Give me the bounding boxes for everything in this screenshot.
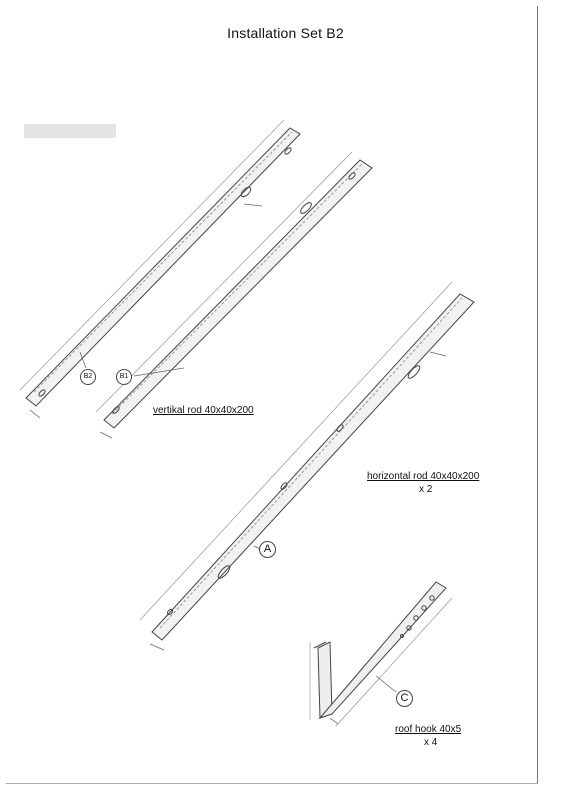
vertical-rod-b1 <box>95 151 373 439</box>
callout-c: C <box>396 690 413 707</box>
page-title: Installation Set B2 <box>227 25 344 41</box>
callout-b2: B2 <box>80 369 96 385</box>
roof-hook-c <box>309 581 453 727</box>
frame-border-right <box>537 6 538 784</box>
horizontal-rod-a <box>139 281 475 651</box>
smudge-mark <box>24 124 116 138</box>
vertical-rod-b2 <box>19 119 301 419</box>
roof-hook-quantity: x 4 <box>424 737 438 748</box>
callout-a: A <box>259 541 276 558</box>
vertical-rod-label: vertikal rod 40x40x200 <box>153 405 254 416</box>
callout-b1: B1 <box>116 369 132 385</box>
horizontal-rod-label: horizontal rod 40x40x200 <box>367 471 480 482</box>
frame-border-bottom <box>6 783 538 784</box>
horizontal-rod-quantity: x 2 <box>419 484 433 495</box>
roof-hook-label: roof hook 40x5 <box>395 724 462 735</box>
